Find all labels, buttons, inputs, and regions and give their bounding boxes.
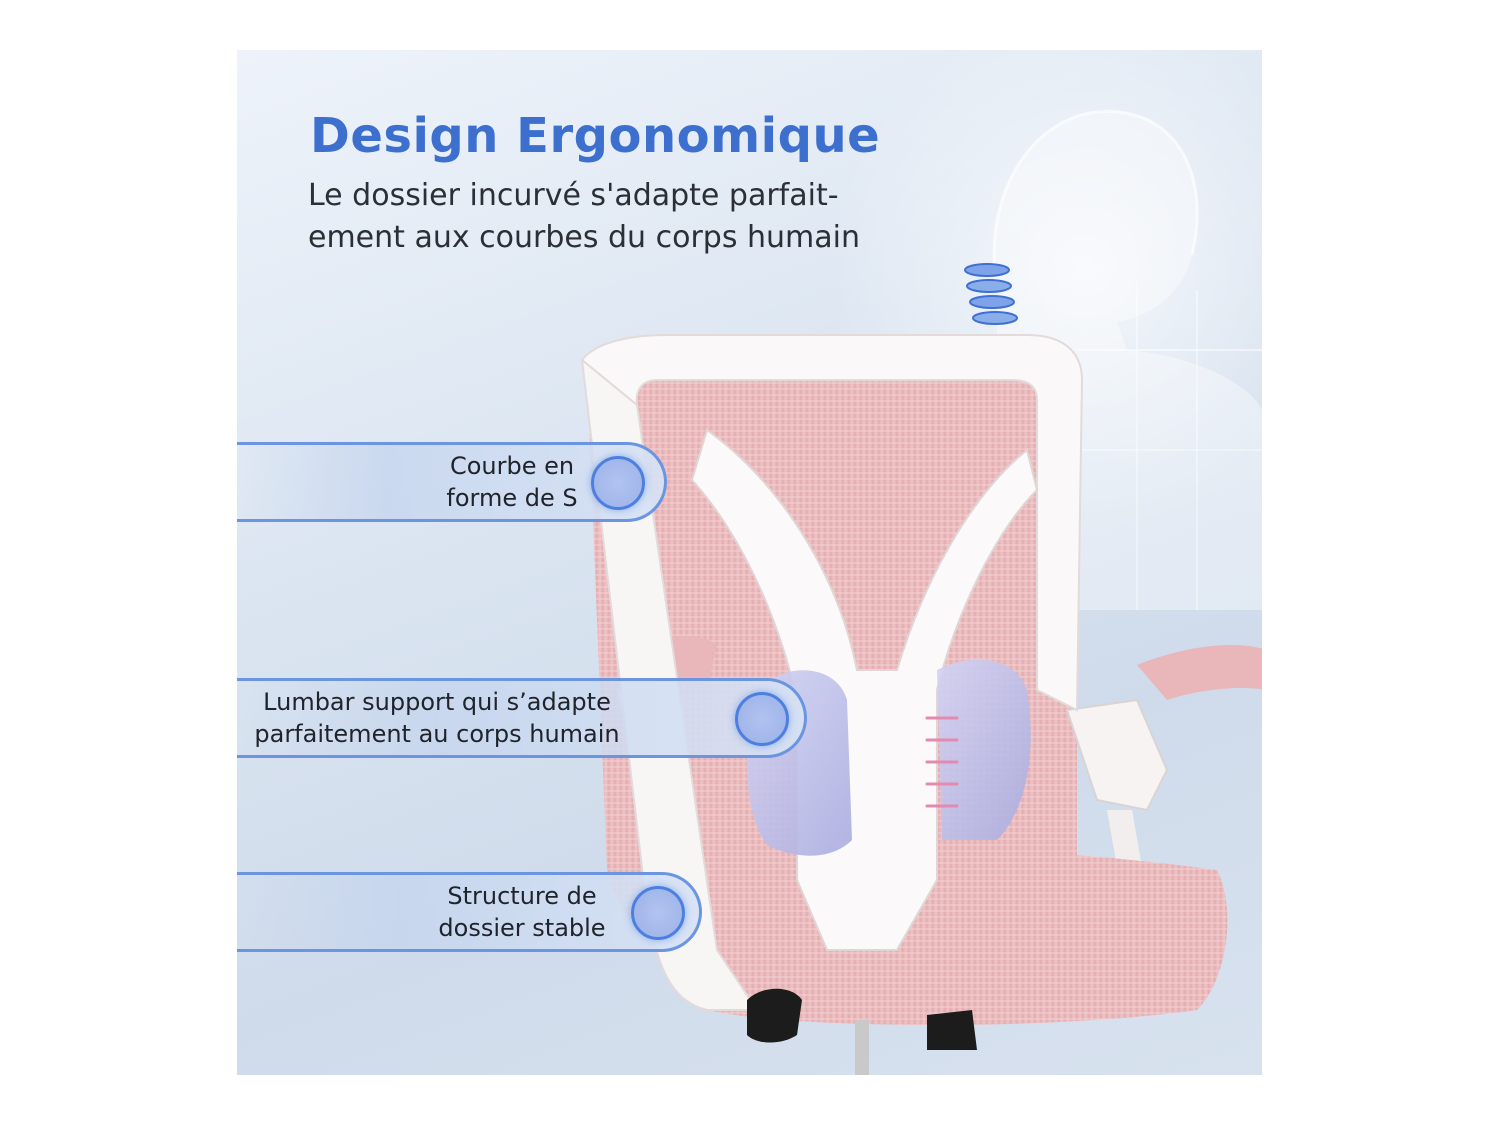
callout-stable-structure-text: Structure de dossier stable: [397, 880, 647, 944]
callout-lumbar-support: Lumbar support qui s’adapte parfaitement…: [237, 678, 807, 758]
hotspot-marker-icon: [591, 456, 645, 510]
callout-s-curve-text: Courbe en forme de S: [407, 450, 617, 514]
page-title: Design Ergonomique: [310, 108, 881, 164]
hotspot-marker-icon: [631, 886, 685, 940]
callout-stable-structure: Structure de dossier stable: [237, 872, 702, 952]
hotspot-marker-icon: [735, 692, 789, 746]
callout-lumbar-support-line-1: Lumbar support qui s’adapte: [263, 688, 611, 716]
callout-s-curve-line-2: forme de S: [446, 484, 578, 512]
subtitle-line-1: Le dossier incurvé s'adapte parfait-: [308, 178, 839, 213]
chair-base-lever: [747, 988, 977, 1075]
callout-lumbar-support-line-2: parfaitement au corps humain: [254, 720, 620, 748]
product-image-panel: Design Ergonomique Le dossier incurvé s'…: [237, 50, 1262, 1075]
callout-stable-structure-line-1: Structure de: [447, 882, 597, 910]
spine-vertebrae-icon: [964, 263, 1018, 325]
page-subtitle: Le dossier incurvé s'adapte parfait- eme…: [308, 175, 1008, 259]
chair-illustration: [580, 50, 1262, 1075]
callout-stable-structure-line-2: dossier stable: [438, 914, 606, 942]
callout-s-curve-line-1: Courbe en: [449, 452, 575, 480]
callout-lumbar-support-text: Lumbar support qui s’adapte parfaitement…: [237, 686, 637, 750]
subtitle-line-2: ement aux courbes du corps humain: [308, 220, 860, 255]
